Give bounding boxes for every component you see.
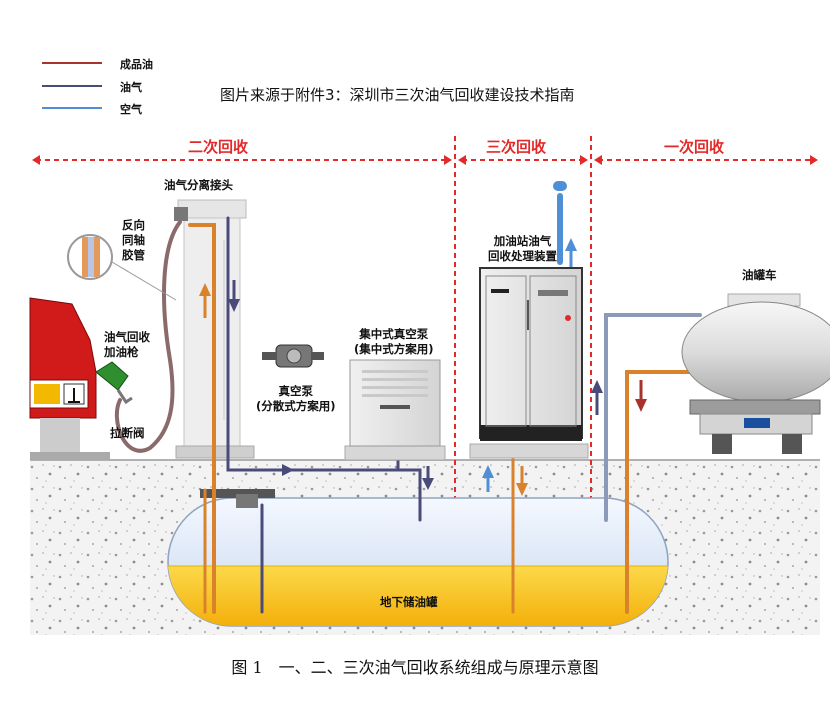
vapor-pipe-tanker xyxy=(604,313,702,522)
label-tanker: 油罐车 xyxy=(742,268,777,282)
vapor-pipe-dispenser xyxy=(226,216,422,522)
pipes xyxy=(114,181,702,614)
section-label-third: 三次回收 xyxy=(486,138,547,156)
label-underground-tank: 地下储油罐 xyxy=(380,595,438,609)
section-dividers xyxy=(36,136,814,505)
fuel-pipe-dispenser xyxy=(188,223,216,614)
source-note: 图片来源于附件3：深圳市三次油气回收建设技术指南 xyxy=(220,86,575,104)
coaxial-hose xyxy=(114,220,182,453)
tank-manhole xyxy=(200,489,275,498)
tank-fuel-level xyxy=(168,566,668,626)
tanker-truck xyxy=(681,293,830,454)
section-arrowheads xyxy=(32,155,818,165)
label-treatment-unit: 加油站油气 回收处理装置 xyxy=(488,234,557,263)
fuel-pipe-tanker xyxy=(625,370,692,614)
air-up-arrow xyxy=(565,238,577,251)
fuel-up-arrow xyxy=(199,283,211,296)
legend-line-fuel xyxy=(42,62,102,64)
figure-caption: 图 1 一、二、三次油气回收系统组成与原理示意图 xyxy=(231,658,599,677)
label-breakaway-valve: 拉断阀 xyxy=(110,426,145,440)
label-central-pump: 集中式真空泵 (集中式方案用) xyxy=(354,327,434,356)
vapor-treatment-unit xyxy=(469,267,589,459)
label-vacuum-pump: 真空泵 (分散式方案用) xyxy=(256,384,336,413)
coaxial-hose-callout xyxy=(67,234,177,301)
section-label-second: 二次回收 xyxy=(188,138,249,156)
vacuum-pump-icon xyxy=(262,344,324,368)
separator-joint-icon xyxy=(174,207,188,221)
vapor-right-arrow xyxy=(282,464,294,476)
car xyxy=(29,297,110,460)
fuel-nozzle-icon xyxy=(95,361,133,405)
legend-label-air: 空气 xyxy=(120,103,142,116)
label-separator-joint: 油气分离接头 xyxy=(164,178,233,192)
vapor-down-arrow xyxy=(228,299,240,312)
legend-label-vapor: 油气 xyxy=(120,81,142,94)
flow-arrows xyxy=(199,238,647,496)
label-coaxial-hose: 反向 同轴 胶管 xyxy=(122,218,145,262)
central-vacuum-pump xyxy=(344,359,446,461)
underground-tank xyxy=(167,497,669,627)
section-label-first: 一次回收 xyxy=(664,138,725,156)
legend-line-air xyxy=(42,107,102,109)
legend-line-vapor xyxy=(42,85,102,87)
label-nozzle: 油气回收 加油枪 xyxy=(104,330,150,359)
legend-label-fuel: 成品油 xyxy=(120,58,153,71)
